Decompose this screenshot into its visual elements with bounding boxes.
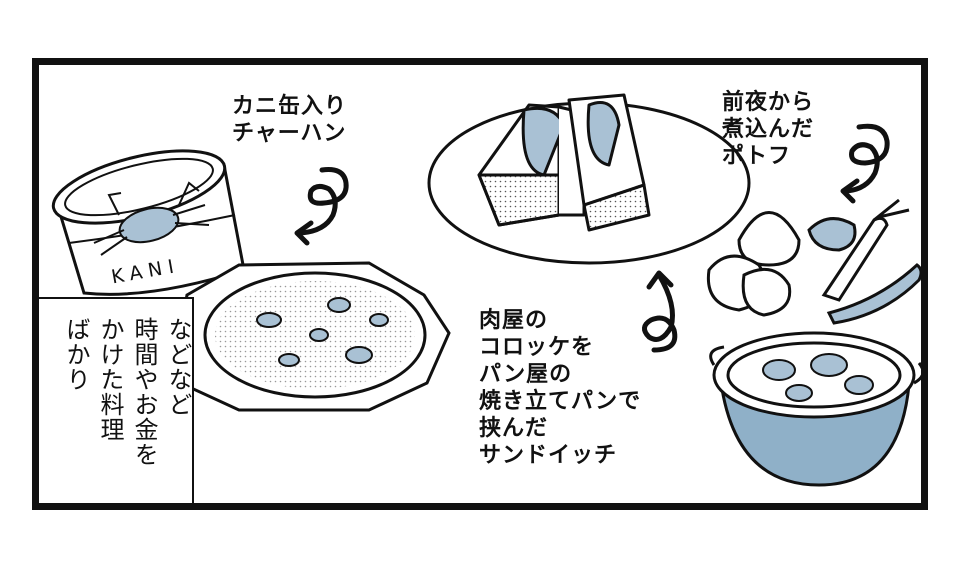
sandwich-plate-icon [427,93,751,265]
fried-rice-plate-icon [177,261,451,412]
curly-arrow-icon [642,272,678,353]
crab-can-icon: KANI [51,149,246,296]
comic-panel: KANI [32,58,928,510]
illustration: KANI [51,93,921,487]
caption-crab-fried-rice: カニ缶入り チャーハン [232,94,348,146]
stew-pot-icon [709,331,921,487]
curly-arrow-icon [844,123,890,194]
caption-pot-au-feu: 前夜から 煮込んだ ポトフ [722,90,815,169]
vegetables-icon [706,198,921,325]
caption-sandwich: 肉屋の コロッケを パン屋の 焼き立てパンで 挟んだ サンドイッチ [479,308,642,468]
narration-box: などなど 時間やお金を かけた料理 ばかり [39,297,194,503]
narration-text: などなど 時間やお金を かけた料理 ばかり [62,317,192,467]
curly-arrow-icon [298,167,349,236]
